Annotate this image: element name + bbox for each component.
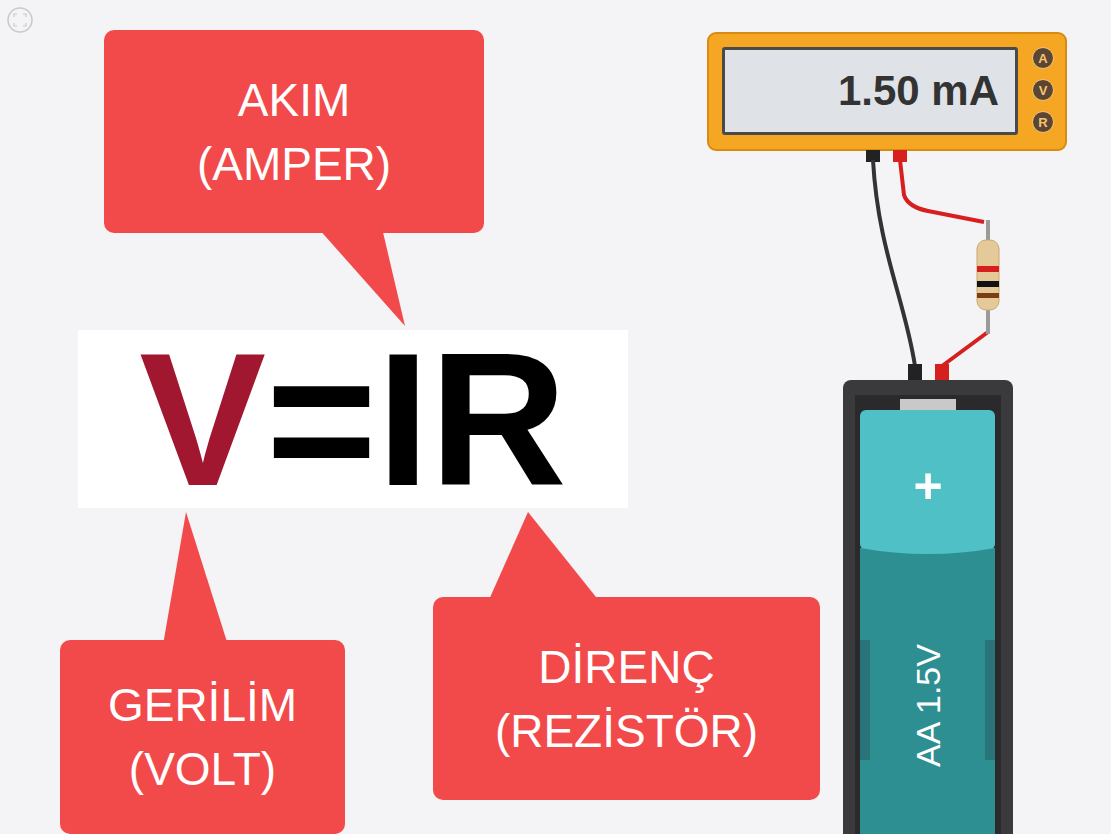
- battery-plus: +: [913, 457, 942, 515]
- box-text: DİRENÇ: [538, 635, 714, 699]
- box-text: R: [1038, 115, 1047, 130]
- callout-box: AKIM(AMPER): [104, 30, 484, 233]
- battery-contact: [900, 399, 956, 411]
- resistor-band: [977, 281, 999, 287]
- battery-holder: [843, 380, 1013, 834]
- box-text: AKIM: [238, 68, 350, 132]
- formula-text: =IR: [266, 334, 567, 504]
- mode-button: R: [1032, 111, 1054, 133]
- callout-box: DİRENÇ(REZİSTÖR): [433, 597, 820, 800]
- red-wire: [942, 332, 988, 366]
- resistor-symbol: [977, 240, 999, 310]
- box-text: A: [1038, 51, 1047, 66]
- battery-notch: [985, 640, 995, 760]
- formula-box: V=IR: [78, 330, 628, 508]
- battery-cell-edge: [860, 548, 995, 554]
- red-wire: [900, 160, 984, 222]
- box-text: 1.50 mA: [838, 67, 999, 115]
- callout-tail: [163, 512, 228, 645]
- resistor-band: [977, 293, 999, 298]
- battery-terminal: [935, 364, 949, 380]
- battery-cell-top: [860, 410, 995, 550]
- resistor-band: [977, 266, 999, 272]
- box-text: V: [1039, 83, 1048, 98]
- formula-text: V: [139, 334, 266, 504]
- callout-box: GERİLİM(VOLT): [60, 640, 345, 834]
- battery-cell: [860, 548, 995, 834]
- box-text: (REZİSTÖR): [495, 699, 758, 763]
- battery-terminal: [908, 364, 922, 380]
- mode-button: A: [1032, 47, 1054, 69]
- box-text: (AMPER): [197, 132, 391, 196]
- fullscreen-icon: [8, 8, 32, 32]
- callout-tail: [318, 228, 405, 326]
- battery-notch: [860, 640, 870, 760]
- fullscreen-icon-corners: [14, 14, 26, 26]
- box-text: (VOLT): [129, 737, 276, 801]
- box-text: GERİLİM: [108, 673, 297, 737]
- multimeter-display: 1.50 mA: [722, 47, 1018, 135]
- black-wire: [873, 160, 915, 366]
- mode-button: V: [1032, 79, 1054, 101]
- multimeter-body: [708, 33, 1066, 150]
- callout-tail: [488, 512, 600, 602]
- battery-label: AA 1.5V: [909, 644, 948, 767]
